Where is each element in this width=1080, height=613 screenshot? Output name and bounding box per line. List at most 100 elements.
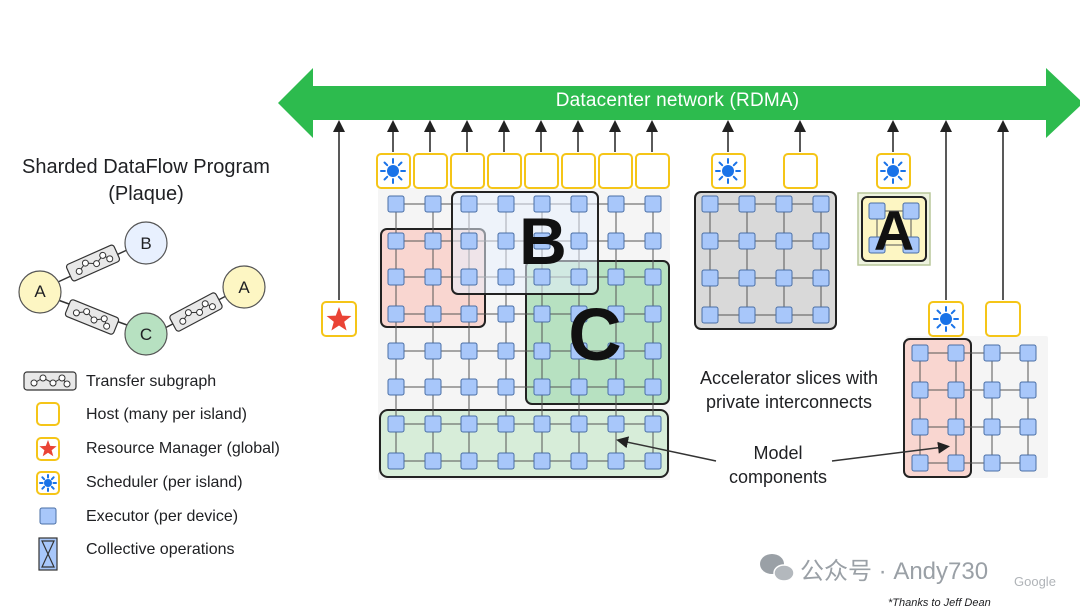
- component-a-letter: A: [873, 199, 915, 262]
- executor-square-icon: [812, 195, 830, 213]
- network-label: Datacenter network (RDMA): [555, 90, 800, 111]
- executor-square-icon: [607, 342, 625, 360]
- executor-square-icon: [738, 232, 756, 250]
- executor-square-icon: [387, 195, 405, 213]
- executor-square-icon: [533, 232, 551, 250]
- node-b: [124, 221, 168, 265]
- executor-square-icon: [387, 378, 405, 396]
- executor-square-icon: [644, 452, 662, 470]
- model-pointer-left: [616, 436, 717, 462]
- executor-square-icon: [775, 306, 793, 324]
- model-annotation: Model components: [700, 441, 856, 489]
- host-icon: [36, 402, 60, 426]
- executor-square-icon: [460, 268, 478, 286]
- component-red-small-region: [903, 338, 972, 478]
- executor-square-icon: [460, 305, 478, 323]
- legend-transfer-label: Transfer subgraph: [86, 373, 217, 390]
- executor-square-icon: [424, 415, 442, 433]
- transfer-subgraph-icon: [23, 371, 77, 391]
- watermark-text: 公众号 · Andy730: [800, 558, 989, 585]
- executor-square-icon: [570, 452, 588, 470]
- executor-square-icon: [460, 415, 478, 433]
- executor-square-icon: [1019, 344, 1037, 362]
- executor-square-icon: [947, 454, 965, 472]
- executor-square-icon: [424, 378, 442, 396]
- executor-square-icon: [460, 195, 478, 213]
- credit-text: *Thanks to Jeff Dean: [888, 597, 991, 609]
- legend-collective-label: Collective operations: [86, 541, 235, 558]
- executor-square-icon: [570, 378, 588, 396]
- accelerator-slices: [378, 188, 1048, 480]
- executor-square-icon: [424, 305, 442, 323]
- executor-square-icon: [947, 344, 965, 362]
- executor-square-icon: [868, 236, 886, 254]
- executor-square-icon: [947, 381, 965, 399]
- executor-square-icon: [570, 305, 588, 323]
- hourglass-icon: [38, 537, 58, 571]
- a-slice-grid: [868, 202, 920, 254]
- executor-square-icon: [644, 378, 662, 396]
- executor-square-icon: [701, 269, 719, 287]
- node-c-label: C: [139, 325, 153, 344]
- component-b-region: [451, 191, 599, 295]
- executor-square-icon: [424, 195, 442, 213]
- executor-square-icon: [701, 195, 719, 213]
- executor-square-icon: [607, 452, 625, 470]
- executor-square-icon: [570, 195, 588, 213]
- executor-square-icon: [497, 378, 515, 396]
- transfer-subgraph-icon: [64, 299, 120, 335]
- executor-square-icon: [1019, 418, 1037, 436]
- executor-square-icon: [812, 306, 830, 324]
- host-icon: [561, 153, 596, 189]
- google-logo: Google: [1014, 574, 1056, 589]
- gray-slice-grid: [701, 195, 830, 324]
- executor-square-icon: [644, 305, 662, 323]
- executor-square-icon: [533, 195, 551, 213]
- executor-square-icon: [533, 268, 551, 286]
- executor-square-icon: [644, 342, 662, 360]
- executor-square-icon: [460, 378, 478, 396]
- executor-square-icon: [607, 232, 625, 250]
- executor-square-icon: [570, 415, 588, 433]
- sun-icon: [39, 474, 57, 492]
- legend-host-label: Host (many per island): [86, 406, 247, 423]
- executor-square-icon: [775, 195, 793, 213]
- executor-square-icon: [497, 305, 515, 323]
- executor-square-icon: [424, 232, 442, 250]
- legend-resource-manager-label: Resource Manager (global): [86, 440, 280, 457]
- node-a-right-label: A: [238, 278, 250, 297]
- node-a-left: [18, 270, 62, 314]
- executor-square-icon: [607, 195, 625, 213]
- executor-square-icon: [424, 342, 442, 360]
- sun-icon: [880, 158, 906, 184]
- component-bottom-region: [379, 409, 669, 478]
- sun-icon: [933, 306, 959, 332]
- transfer-subgraph-icon: [65, 244, 121, 282]
- program-title-line-1: Sharded DataFlow Program (Plaque): [22, 156, 270, 205]
- legend-icons: [23, 371, 77, 571]
- gray-slice-region: [694, 191, 837, 330]
- executor-square-icon: [424, 452, 442, 470]
- executor-square-icon: [911, 381, 929, 399]
- annotation-pointer-lines: [616, 436, 950, 462]
- node-b-label: B: [140, 234, 152, 253]
- executor-square-icon: [607, 415, 625, 433]
- sun-icon: [380, 158, 406, 184]
- executor-square-icon: [701, 232, 719, 250]
- executor-square-icon: [911, 418, 929, 436]
- executor-square-icon: [570, 232, 588, 250]
- program-title: Sharded DataFlow Program (Plaque): [0, 154, 292, 208]
- executor-square-icon: [947, 418, 965, 436]
- executor-square-icon: [497, 415, 515, 433]
- component-b-letter: B: [519, 204, 567, 278]
- executor-square-icon: [1019, 381, 1037, 399]
- executor-square-icon: [911, 454, 929, 472]
- hosts-row: [321, 153, 1021, 337]
- legend-executor-label: Executor (per device): [86, 508, 239, 525]
- executor-square-icon: [775, 232, 793, 250]
- executor-square-icon: [738, 195, 756, 213]
- executor-square-icon: [607, 268, 625, 286]
- executor-square-icon: [460, 452, 478, 470]
